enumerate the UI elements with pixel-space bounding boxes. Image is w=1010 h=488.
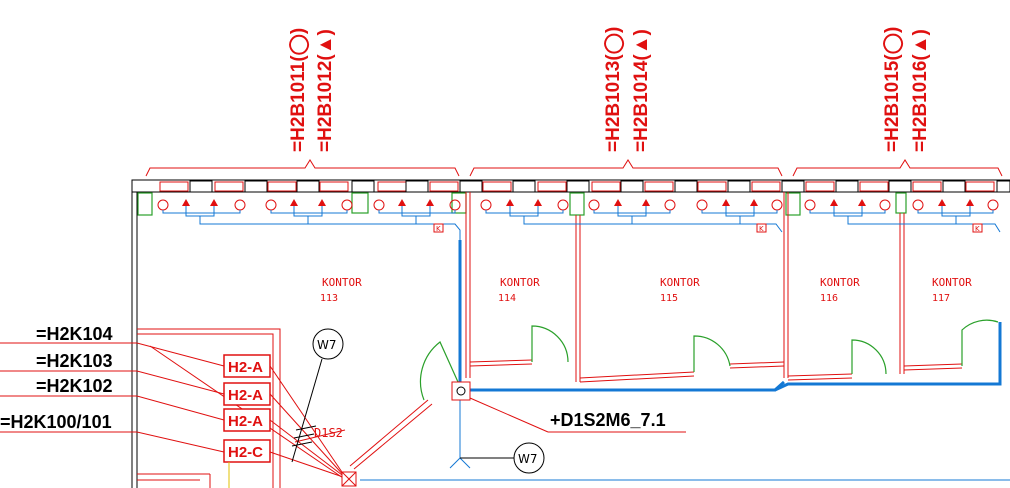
walls (131, 180, 138, 488)
group-braces (145, 159, 1003, 177)
cable-tags: =H2K104 =H2K103 =H2K102 =H2K100/101 (0, 324, 113, 432)
cable-tag: =H2K100/101 (0, 412, 112, 432)
panel-boxes: H2-A H2-A H2-A H2-C (223, 354, 271, 463)
detector-group-3: =H2B1015(◯) =H2B1016(▲) (882, 27, 931, 152)
detector-label: =H2B1012(▲) (315, 29, 336, 152)
w7-bubble-upper: W7 (291, 328, 344, 463)
panel-box-label: H2-C (228, 444, 263, 461)
cable-tag: =H2K103 (36, 351, 113, 371)
w7-bubble-lower: W7 (460, 442, 545, 474)
room-number: 114 (498, 293, 516, 304)
room-name: KONTOR (500, 276, 540, 289)
cable-tag: =H2K104 (36, 324, 113, 344)
k-markers: K K K (433, 223, 983, 233)
room-name: KONTOR (932, 276, 972, 289)
detector-group-1: =H2B1011(◯) =H2B1012(▲) (288, 28, 336, 152)
facade-strip (131, 179, 1010, 193)
svg-text:K: K (436, 225, 441, 233)
room-number: 115 (660, 293, 678, 304)
detector-row (157, 199, 999, 211)
panel-box-label: H2-A (228, 359, 263, 376)
room-name: KONTOR (660, 276, 700, 289)
svg-text:W7: W7 (518, 452, 538, 466)
green-columns (137, 192, 907, 216)
device-symbol (451, 381, 686, 433)
svg-text:K: K (975, 225, 980, 233)
detector-label: =H2B1011(◯) (288, 28, 310, 152)
room-name: KONTOR (322, 276, 362, 289)
detector-group-2: =H2B1013(◯) =H2B1014(▲) (603, 27, 652, 152)
room-number: 116 (820, 293, 838, 304)
room-name: KONTOR (820, 276, 860, 289)
panel-box-label: H2-A (228, 413, 263, 430)
detector-label: =H2B1015(◯) (882, 27, 904, 152)
blue-wiring (162, 206, 1010, 481)
detector-label: =H2B1016(▲) (910, 29, 931, 152)
device-label: +D1S2M6_7.1 (550, 410, 666, 430)
doors (419, 319, 999, 401)
partition-walls (465, 192, 963, 383)
svg-text:W7: W7 (317, 338, 337, 352)
small-label: D1S2 (314, 426, 343, 440)
room-labels: KONTOR 113 KONTOR 114 KONTOR 115 KONTOR … (320, 276, 972, 304)
blue-trunk (458, 240, 1002, 392)
panel-box-label: H2-A (228, 387, 263, 404)
room-number: 117 (932, 293, 950, 304)
room-number: 113 (320, 293, 338, 304)
cable-tag: =H2K102 (36, 376, 113, 396)
detector-label: =H2B1014(▲) (631, 29, 652, 152)
svg-text:K: K (759, 225, 764, 233)
detector-label: =H2B1013(◯) (603, 27, 625, 152)
panel-device (341, 471, 357, 487)
